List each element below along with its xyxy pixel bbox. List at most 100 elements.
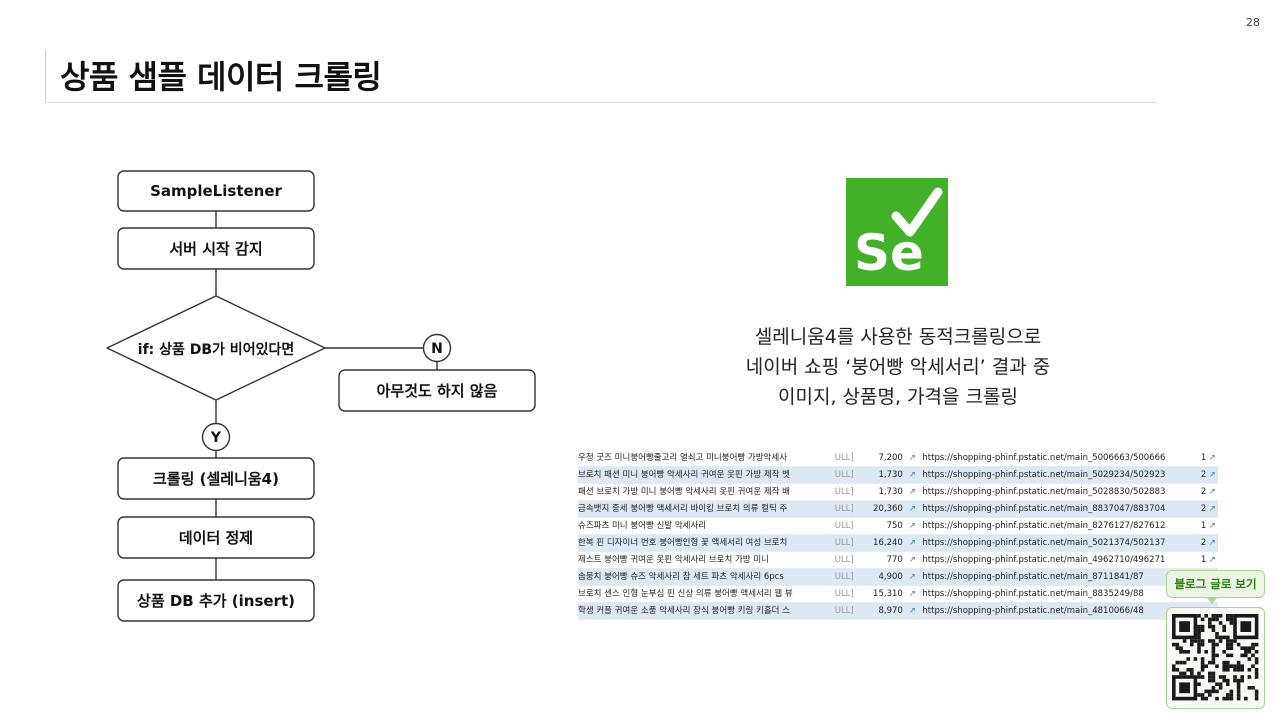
node-decision: [106, 295, 326, 401]
null-cell: ULL]: [834, 572, 854, 582]
selenium-logo-text: Se: [854, 224, 924, 282]
qr-module: [1208, 660, 1212, 665]
table-row: 솜뭉치 붕어빵 슈즈 악세사리 참 세트 파츠 악세사리 6pcs ULL] 4,9…: [578, 569, 1218, 586]
product-name-cell: 브로치 센스 인형 눈부심 핀 신상 의류 붕어빵 액세서리 웹 뷰: [578, 589, 793, 599]
qr-module: [1190, 671, 1194, 676]
branch-yes-circle: [201, 422, 231, 452]
external-link-icon[interactable]: ↗: [908, 521, 916, 531]
qr-module: [1175, 646, 1180, 650]
price-cell: 750: [886, 521, 903, 531]
qr-module: [1211, 689, 1216, 694]
qr-module: [1240, 664, 1244, 668]
external-link-icon[interactable]: ↗: [908, 470, 916, 480]
image-url-cell: https://shopping-phinf.pstatic.net/main_…: [922, 453, 1166, 463]
qr-module: [1175, 668, 1180, 672]
external-link-icon[interactable]: ↗: [908, 606, 916, 616]
count-cell: 1: [1200, 521, 1207, 531]
price-cell: 4,900: [878, 572, 903, 582]
qr-module: [1208, 639, 1212, 643]
qr-module: [1229, 689, 1234, 694]
qr-module: [1204, 696, 1208, 701]
qr-code[interactable]: [1166, 607, 1265, 709]
qr-module: [1211, 628, 1216, 632]
qr-finder-inner: [1179, 621, 1190, 632]
qr-module: [1218, 639, 1223, 643]
qr-module: [1226, 642, 1230, 647]
qr-module: [1182, 639, 1187, 643]
qr-module: [1208, 671, 1212, 676]
qr-module: [1204, 664, 1208, 668]
blog-link-badge[interactable]: 블로그 글로 보기: [1166, 570, 1265, 598]
open-link-icon[interactable]: ↗: [1208, 470, 1216, 480]
qr-module: [1186, 668, 1190, 672]
qr-module: [1200, 639, 1205, 643]
qr-module: [1226, 635, 1230, 640]
open-link-icon[interactable]: ↗: [1208, 555, 1216, 565]
qr-module: [1233, 668, 1237, 672]
qr-module: [1240, 678, 1244, 683]
qr-module: [1172, 668, 1176, 672]
qr-module: [1233, 678, 1237, 683]
open-link-icon[interactable]: ↗: [1208, 538, 1216, 548]
qr-module: [1240, 668, 1244, 672]
qr-module: [1236, 686, 1241, 690]
external-link-icon[interactable]: ↗: [908, 453, 916, 463]
qr-module: [1197, 628, 1201, 632]
qr-module: [1215, 664, 1219, 668]
qr-module: [1218, 682, 1223, 686]
qr-module: [1215, 682, 1219, 686]
qr-module: [1233, 639, 1237, 643]
external-link-icon[interactable]: ↗: [908, 589, 916, 599]
qr-code-graphic: [1172, 614, 1259, 701]
qr-module: [1179, 646, 1183, 650]
qr-module: [1226, 660, 1230, 665]
product-name-cell: 금속뱃지 중세 붕어빵 액세서리 바이킹 브로치 의류 컬틱 주: [578, 504, 788, 514]
image-url-cell: https://shopping-phinf.pstatic.net/main_…: [922, 504, 1166, 514]
qr-finder-inner: [1179, 682, 1190, 694]
caption-line-3: 이미지, 상품명, 가격을 크롤링: [778, 386, 1018, 408]
qr-module: [1211, 671, 1216, 676]
qr-module: [1179, 650, 1183, 654]
image-url-cell: https://shopping-phinf.pstatic.net/main_…: [922, 589, 1144, 599]
qr-module: [1211, 617, 1216, 622]
external-link-icon[interactable]: ↗: [908, 572, 916, 582]
price-cell: 1,730: [878, 487, 903, 497]
qr-module: [1244, 653, 1248, 658]
node-db-insert: [117, 579, 315, 622]
external-link-icon[interactable]: ↗: [908, 504, 916, 514]
qr-module: [1208, 624, 1212, 629]
qr-module: [1233, 675, 1237, 679]
external-link-icon[interactable]: ↗: [908, 487, 916, 497]
qr-module: [1251, 646, 1255, 650]
price-cell: 770: [886, 555, 903, 565]
image-url-cell: https://shopping-phinf.pstatic.net/main_…: [922, 538, 1166, 548]
qr-module: [1226, 614, 1230, 618]
null-cell: ULL]: [834, 521, 854, 531]
qr-module: [1222, 660, 1226, 665]
qr-module: [1229, 614, 1234, 618]
product-name-cell: 솜뭉치 붕어빵 슈즈 악세사리 참 세트 파츠 악세사리 6pcs: [578, 572, 784, 582]
qr-module: [1197, 671, 1201, 676]
qr-module: [1254, 675, 1259, 679]
qr-module: [1200, 628, 1205, 632]
qr-module: [1193, 657, 1198, 661]
qr-module: [1247, 668, 1252, 672]
count-cell: 1: [1200, 453, 1207, 463]
null-cell: ULL]: [834, 538, 854, 548]
qr-module: [1172, 642, 1176, 647]
image-url-cell: https://shopping-phinf.pstatic.net/main_…: [922, 572, 1144, 582]
qr-module: [1229, 693, 1234, 697]
external-link-icon[interactable]: ↗: [908, 538, 916, 548]
open-link-icon[interactable]: ↗: [1208, 487, 1216, 497]
open-link-icon[interactable]: ↗: [1208, 504, 1216, 514]
qr-module: [1247, 675, 1252, 679]
qr-module: [1215, 614, 1219, 618]
open-link-icon[interactable]: ↗: [1208, 521, 1216, 531]
qr-module: [1229, 696, 1234, 701]
qr-module: [1229, 646, 1234, 650]
qr-module: [1236, 678, 1241, 683]
external-link-icon[interactable]: ↗: [908, 555, 916, 565]
open-link-icon[interactable]: ↗: [1208, 453, 1216, 463]
